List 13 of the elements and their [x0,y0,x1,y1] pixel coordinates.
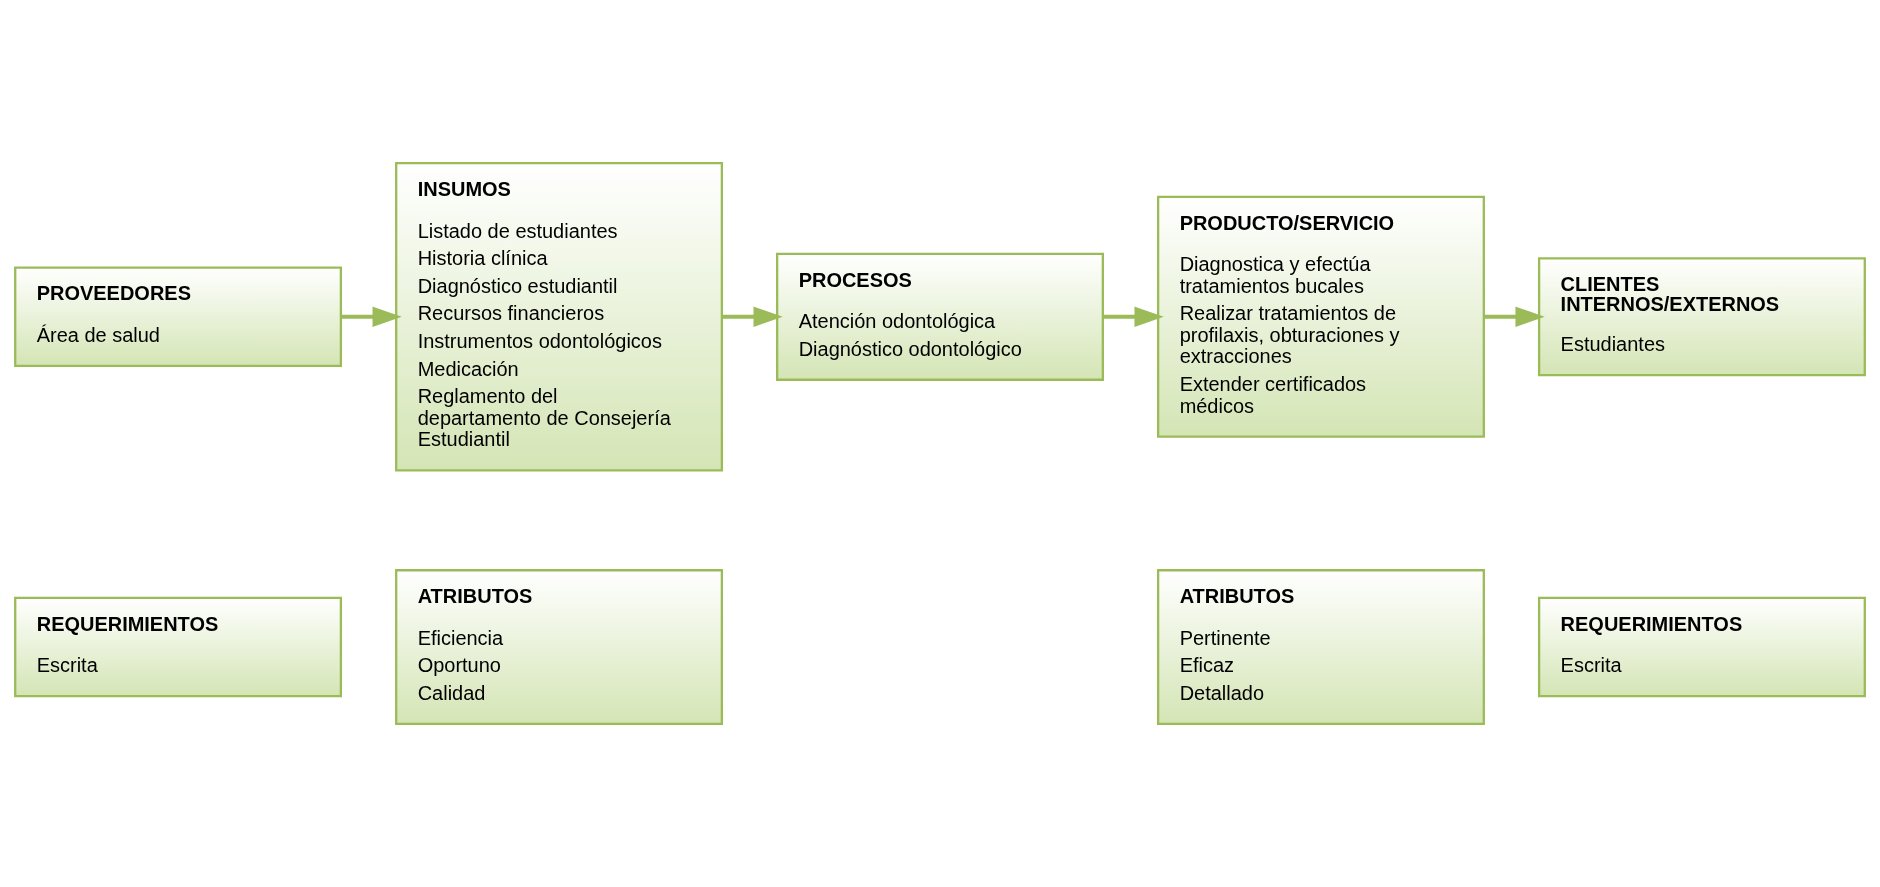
node-box: PROCESOS Atención odontológica Diagnóstico odontológico [776,252,1104,381]
node-box: PRODUCTO/SERVICIO Diagnostica y efectúa tratamientos bucales Realizar tratamientos de profilaxis, obturaciones y extracciones Extender certificados médicos [1157,195,1485,438]
node-box: INSUMOS Listado de estudiantes Historia clínica Diagnóstico estudiantil Recursos financieros Instrumentos odontológicos Medicación Reglamento del departamento de Consejería Estudiantil [395,162,723,472]
node-box: REQUERIMIENTOS Escrita [1537,596,1866,698]
node-box: REQUERIMIENTOS Escrita [14,596,343,698]
arrow [1483,306,1545,327]
arrow [1102,306,1164,327]
arrow [341,306,402,327]
node-box: PROVEEDORES Área de salud [14,266,343,368]
arrow [722,306,783,327]
node-box: ATRIBUTOS Eficiencia Oportuno Calidad [395,569,723,725]
node-box: CLIENTES INTERNOS/EXTERNOS Estudiantes [1537,257,1866,377]
node-box: ATRIBUTOS Pertinente Eficaz Detallado [1157,569,1485,725]
